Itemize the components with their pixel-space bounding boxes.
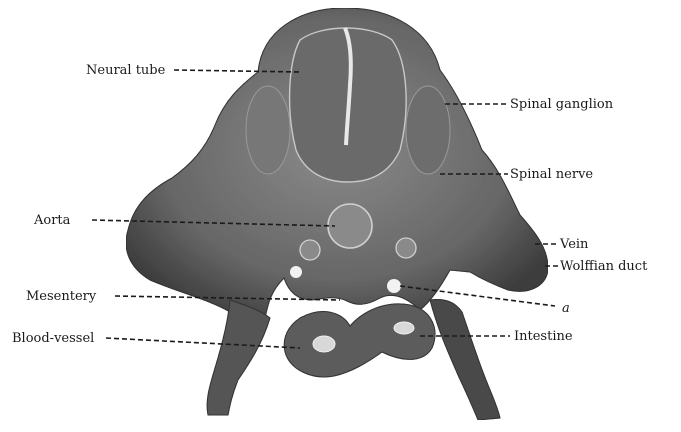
label-intestine: Intestine: [514, 329, 573, 344]
intestine-loop: [284, 304, 435, 377]
label-spinal-nerve: Spinal nerve: [510, 167, 593, 182]
label-wolffian-duct: Wolffian duct: [560, 259, 648, 274]
vein-shape: [396, 238, 416, 258]
tissue-section: [126, 8, 548, 420]
label-vein: Vein: [559, 237, 589, 252]
label-blood-vessel: Blood-vessel: [12, 331, 94, 346]
label-aorta: Aorta: [33, 213, 71, 228]
vessel-left: [300, 240, 320, 260]
label-spinal-ganglion: Spinal ganglion: [510, 97, 614, 112]
ganglion-left: [246, 86, 290, 174]
label-a: a: [562, 301, 570, 316]
label-mesentery: Mesentery: [26, 289, 97, 304]
wolffian-left: [290, 266, 302, 278]
intestine-lumen-left: [313, 336, 335, 352]
label-neural-tube: Neural tube: [86, 63, 166, 78]
right-strand: [430, 300, 500, 421]
wolffian-right: [387, 279, 401, 293]
ganglion-right: [406, 86, 450, 174]
intestine-lumen-right: [394, 322, 414, 334]
leader-blood-vessel: [106, 338, 300, 348]
left-strand: [207, 300, 270, 415]
